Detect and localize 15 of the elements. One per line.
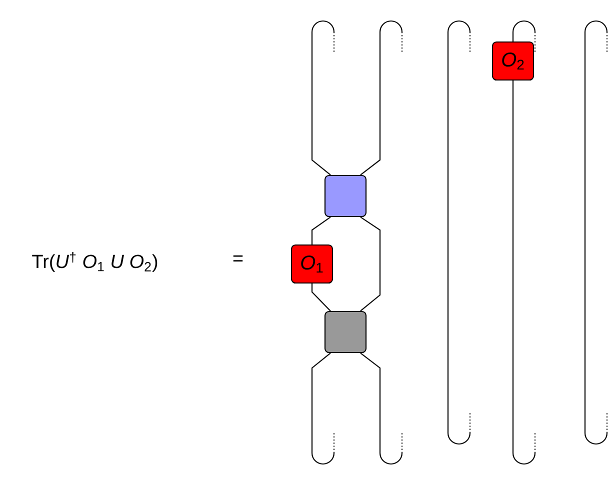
- formula: Tr(U$^{†}$ O$_{1}$ U O$_{2}$): [32, 252, 158, 272]
- wire: [360, 352, 403, 465]
- wire: [311, 20, 335, 176]
- wire: [360, 20, 403, 176]
- wire: [512, 80, 536, 465]
- operator-box: O$_{1}$: [290, 244, 334, 284]
- tensor-box: [324, 174, 367, 218]
- wire: [311, 284, 331, 312]
- wire: [311, 352, 335, 465]
- equals-sign: =: [233, 255, 243, 262]
- wire: [360, 216, 381, 312]
- operator-box: O$_{2}$: [492, 41, 534, 81]
- wire: [311, 216, 331, 244]
- tensor-box: [324, 310, 367, 354]
- wire: [512, 20, 536, 52]
